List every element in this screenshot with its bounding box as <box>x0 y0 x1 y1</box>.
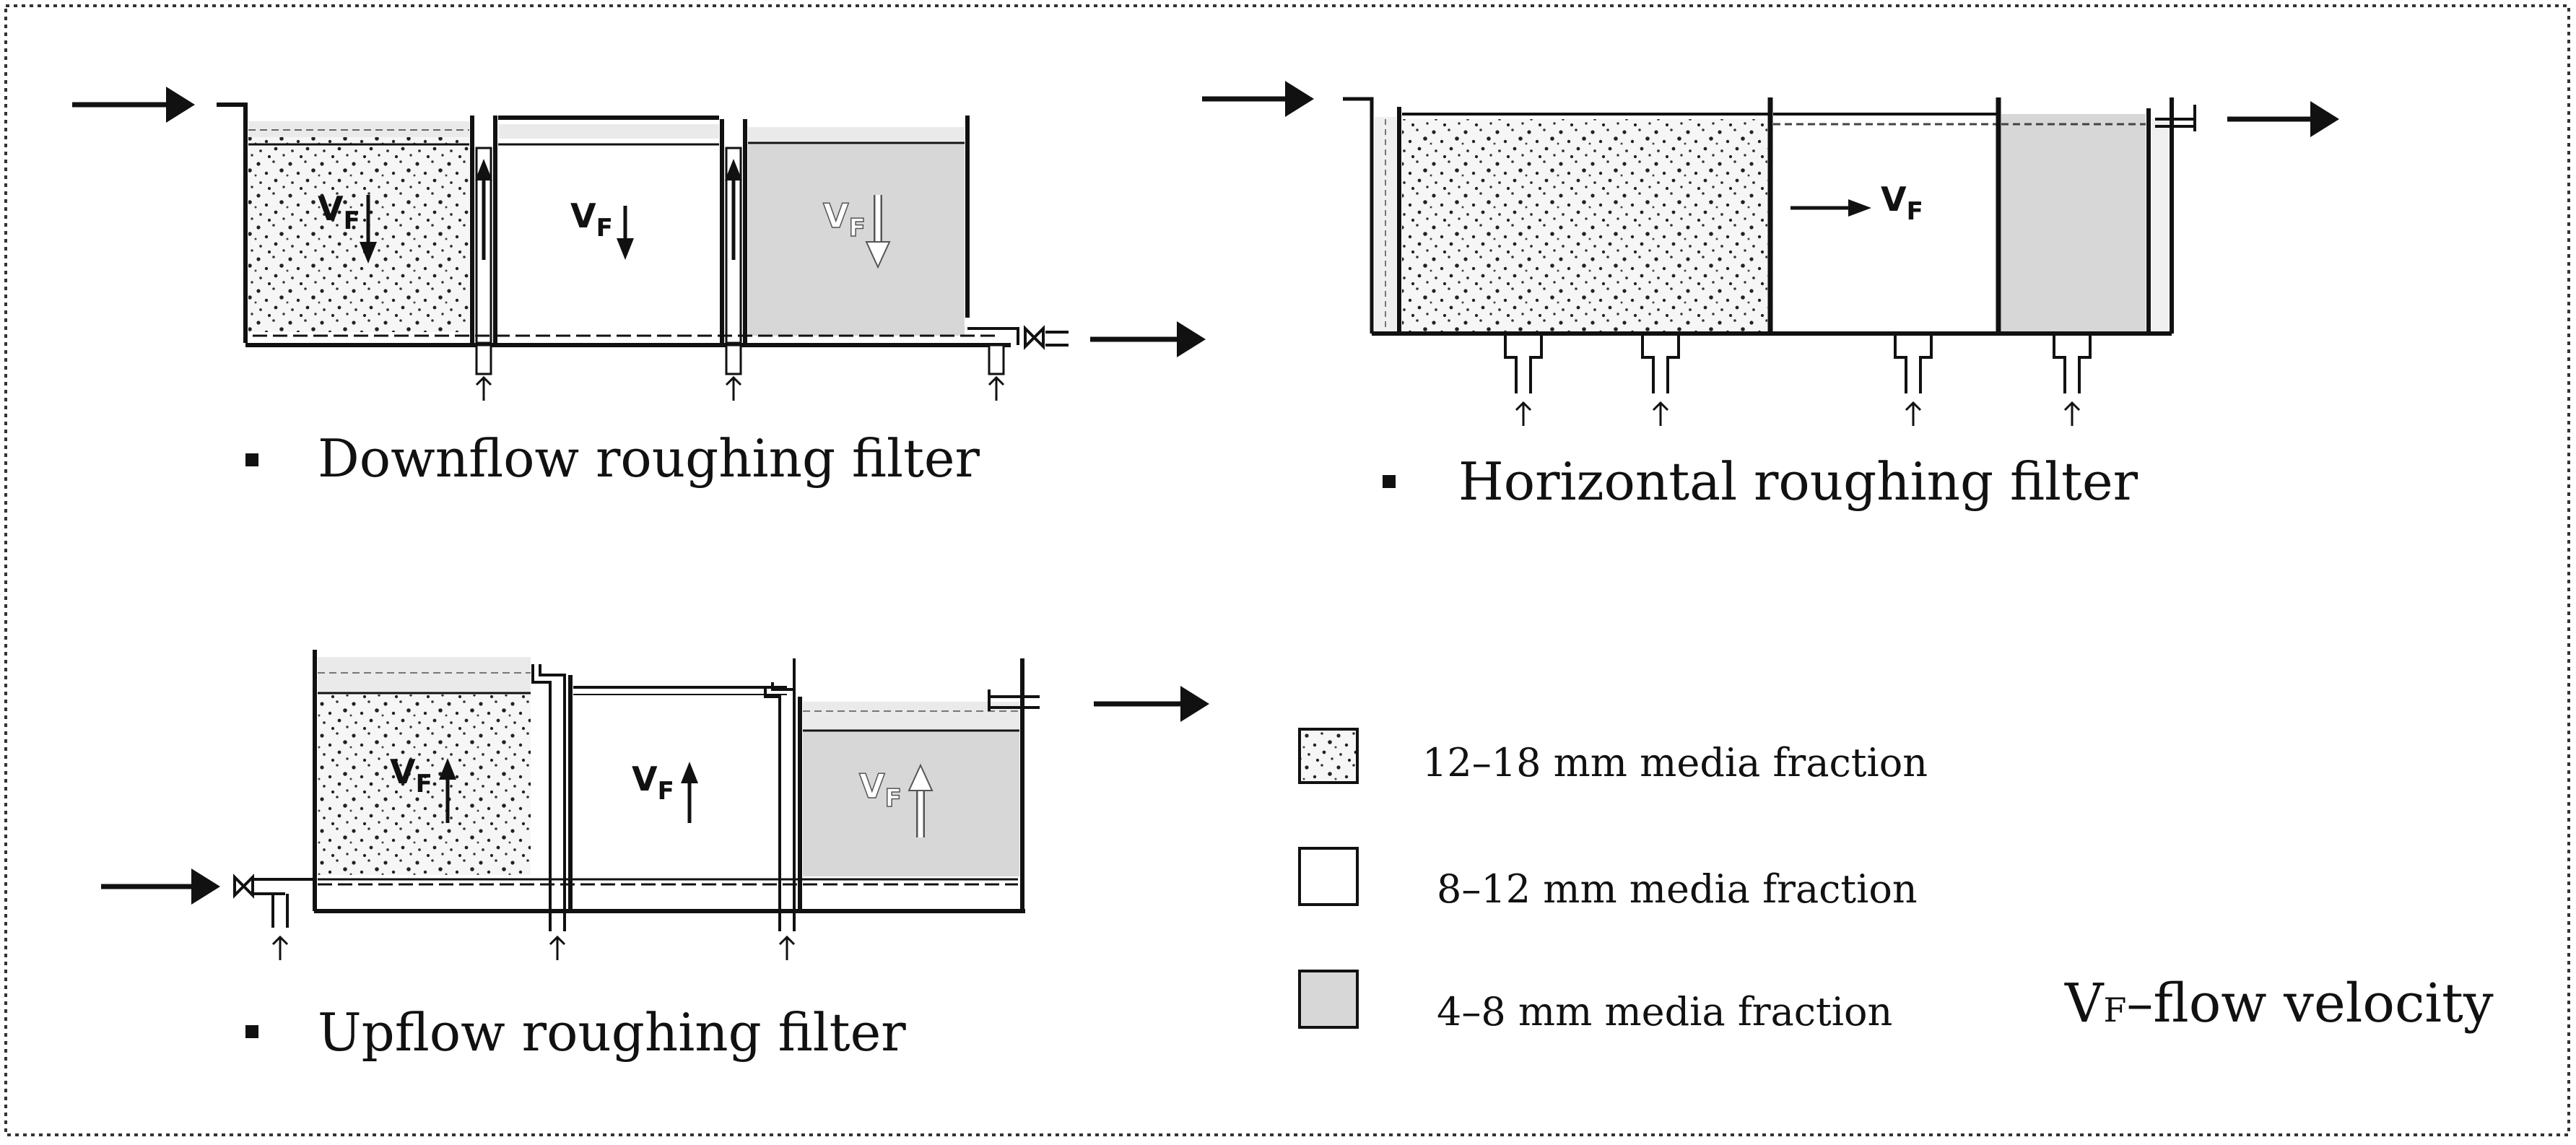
outer-frame <box>4 4 2570 1136</box>
legend-label-fine: 4–8 mm media fraction <box>1437 989 1892 1035</box>
inlet-arrow <box>1202 81 1314 117</box>
velocity-label-2: VF <box>632 759 698 823</box>
compartment-coarse <box>318 657 531 875</box>
horizontal-caption: Horizontal roughing filter <box>1458 451 2138 512</box>
velocity-symbol: VF <box>632 759 674 806</box>
velocity-label-3: VF <box>858 763 934 837</box>
caption-bullet <box>1383 475 1396 488</box>
drain-valves <box>1504 334 2092 426</box>
inlet-arrow <box>72 87 195 123</box>
velocity-label-1: VF <box>390 752 456 823</box>
upflow-filter-diagram: VF VF VF Upflow roughing filter <box>101 650 1209 1063</box>
downflow-filter-diagram: VF VF VF Downflow roughing filter <box>72 87 1206 489</box>
drain-valves <box>271 935 796 960</box>
velocity-symbol: VF <box>1881 180 1923 226</box>
legend-label-coarse: 12–18 mm media fraction <box>1422 740 1928 785</box>
compartment-coarse <box>1402 113 1769 334</box>
outlet-valve <box>1024 325 1045 350</box>
outlet-arrow <box>2227 101 2339 137</box>
legend-swatch-fine <box>1298 970 1359 1029</box>
velocity-symbol: VF <box>570 196 613 243</box>
outlet-arrow <box>1094 686 1209 722</box>
velocity-label-2: VF <box>570 196 634 260</box>
outlet-arrow <box>1090 321 1206 357</box>
compartment-medium <box>573 686 787 874</box>
velocity-symbol: VF <box>390 752 432 798</box>
compartment-fine <box>2001 114 2146 334</box>
horizontal-filter-diagram: VF Horizontal roughing filter <box>1202 81 2339 512</box>
velocity-symbol: VF <box>318 189 360 235</box>
compartment-coarse <box>248 121 469 332</box>
velocity-label-1: VF <box>318 189 377 264</box>
velocity-label-3: VF <box>822 195 891 269</box>
upflow-caption: Upflow roughing filter <box>318 1002 906 1063</box>
caption-bullet <box>245 453 258 466</box>
compartment-medium <box>1773 113 1997 334</box>
velocity-label: VF <box>1790 180 1923 226</box>
legend-swatch-medium <box>1298 847 1359 906</box>
inlet-valve <box>233 874 254 899</box>
downflow-caption: Downflow roughing filter <box>318 428 980 489</box>
legend-label-medium: 8–12 mm media fraction <box>1437 866 1918 912</box>
compartment-fine <box>748 127 965 336</box>
legend-swatch-coarse <box>1298 728 1359 784</box>
caption-bullet <box>245 1025 258 1038</box>
drain-valves <box>475 344 1005 401</box>
legend: 12–18 mm media fraction 8–12 mm media fr… <box>1298 728 2494 1035</box>
velocity-symbol: VF <box>823 196 866 243</box>
compartment-medium <box>498 116 719 336</box>
inlet-arrow <box>101 868 220 905</box>
velocity-symbol: VF <box>859 767 902 813</box>
velocity-legend-note: VF–flow velocity <box>2064 972 2494 1035</box>
compartment-fine <box>803 702 1019 876</box>
